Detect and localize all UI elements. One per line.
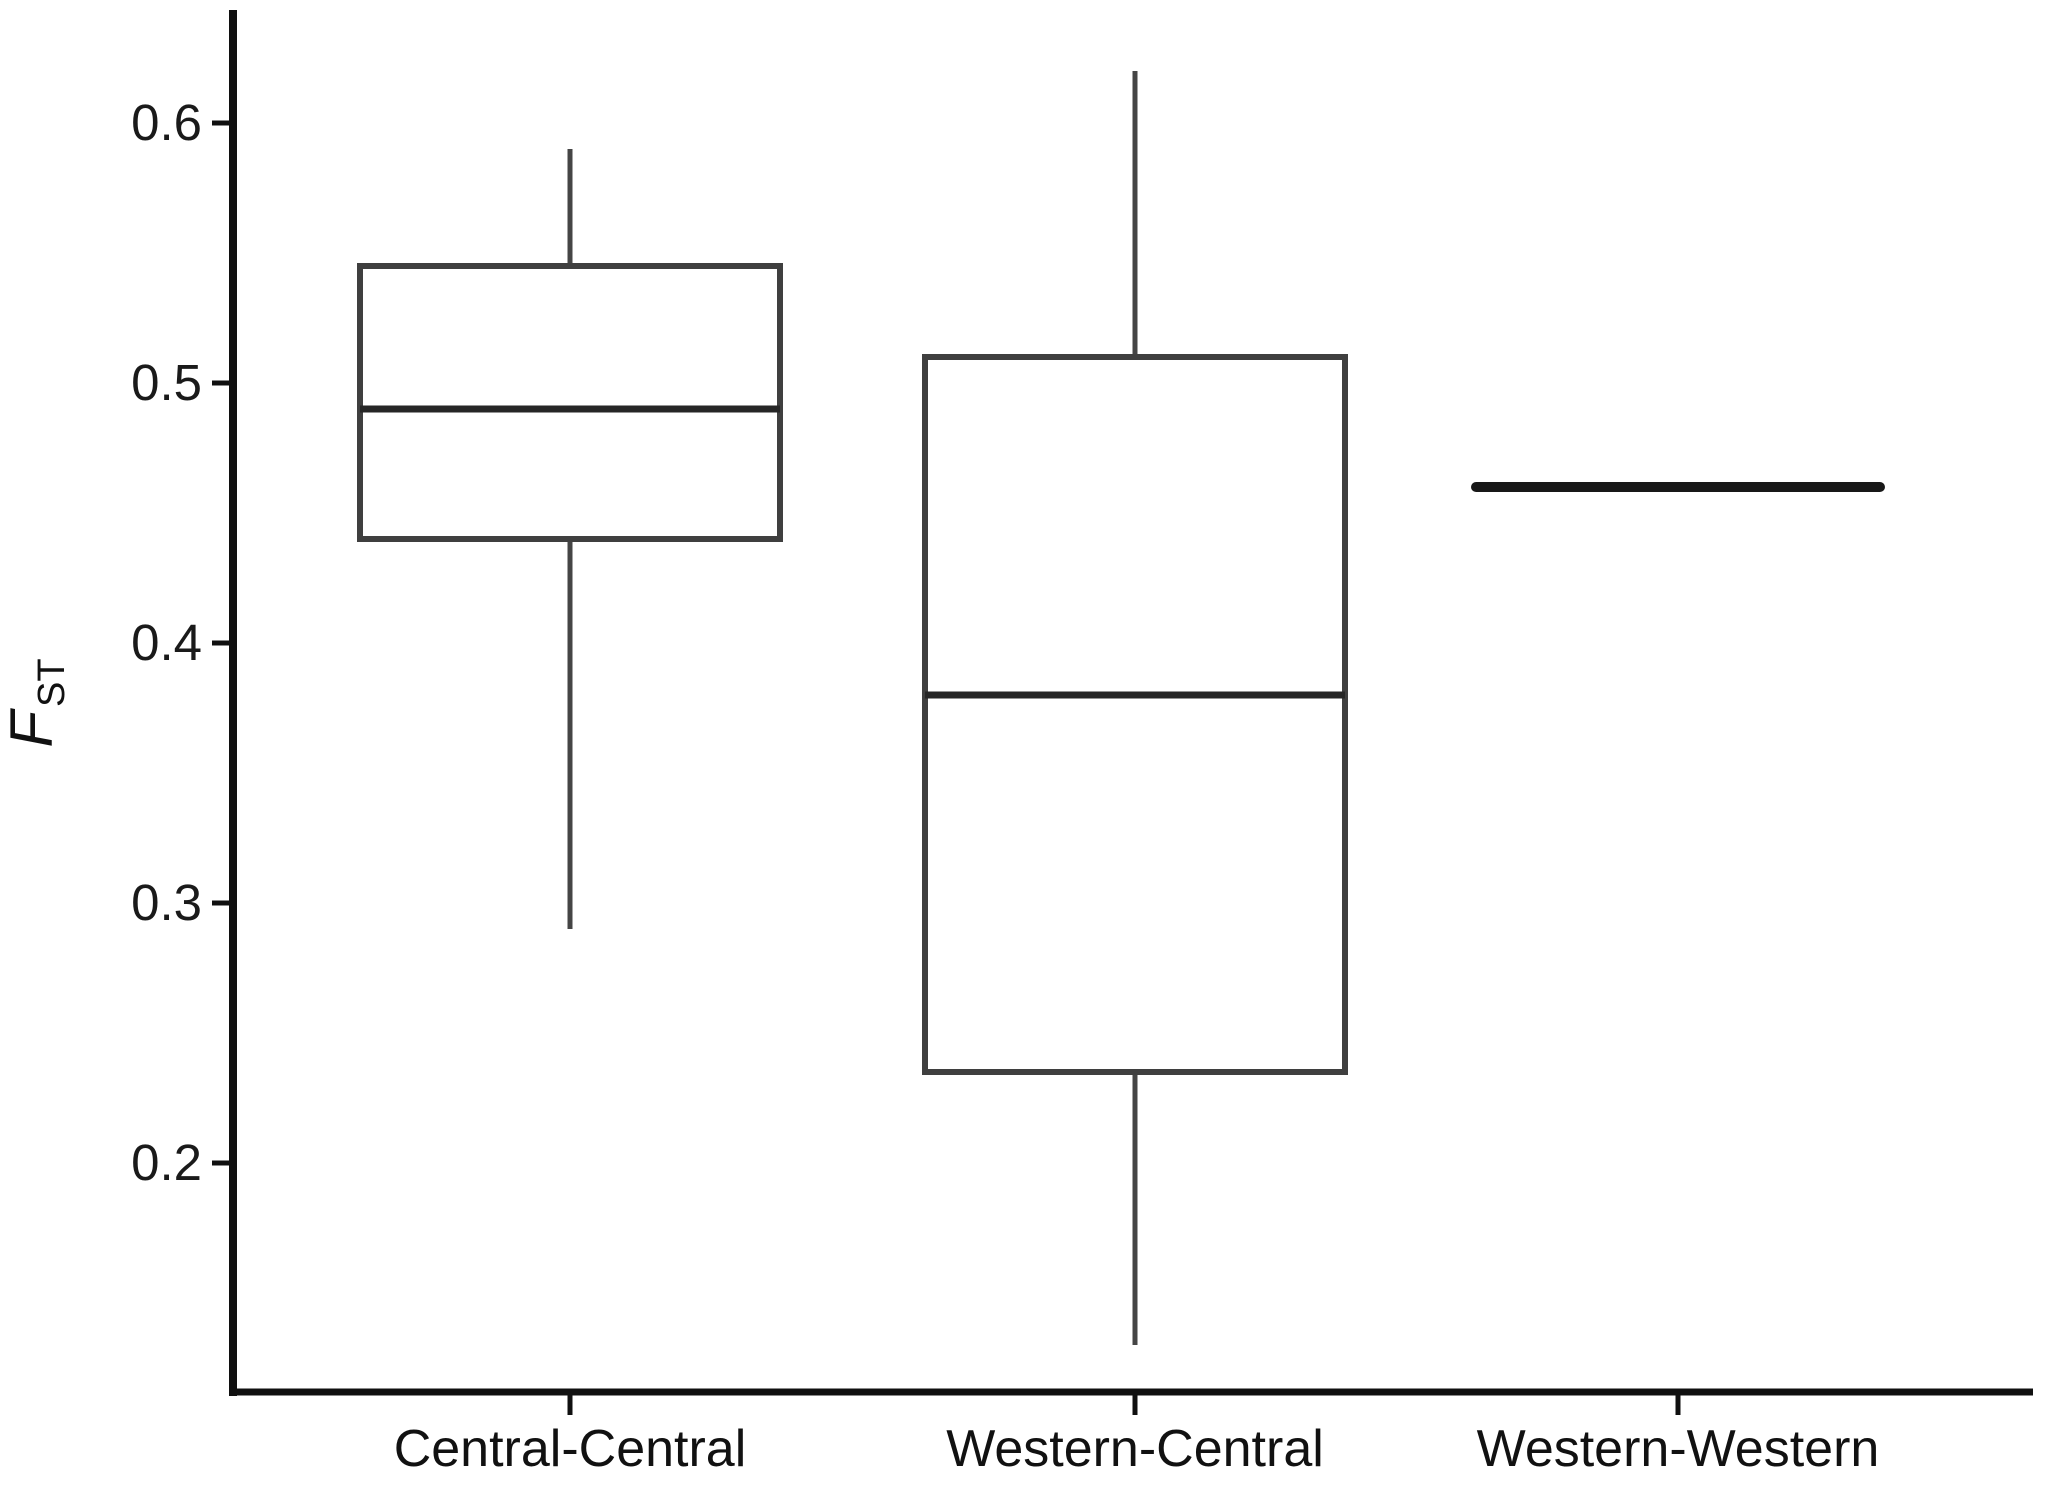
y-tick-label: 0.5: [131, 354, 202, 411]
x-axis-label-western-western: Western-Western: [1477, 1420, 1880, 1478]
y-tick-label: 0.4: [131, 614, 202, 671]
y-axis-title: FST: [0, 658, 73, 747]
y-axis-title-letter: F: [0, 708, 65, 748]
y-tick-label: 0.3: [131, 874, 202, 931]
box-western-central: [922, 354, 1348, 1075]
x-axis-label-central-central: Central-Central: [394, 1420, 747, 1478]
series-central-central: [357, 149, 783, 929]
x-axis-label-western-central: Western-Central: [946, 1420, 1324, 1478]
y-tick-label: 0.6: [131, 94, 202, 151]
y-tick-label: 0.2: [131, 1134, 202, 1191]
box-central-central: [357, 263, 783, 542]
series-western-central: [922, 71, 1348, 1345]
y-axis-title-subscript: ST: [31, 658, 73, 707]
